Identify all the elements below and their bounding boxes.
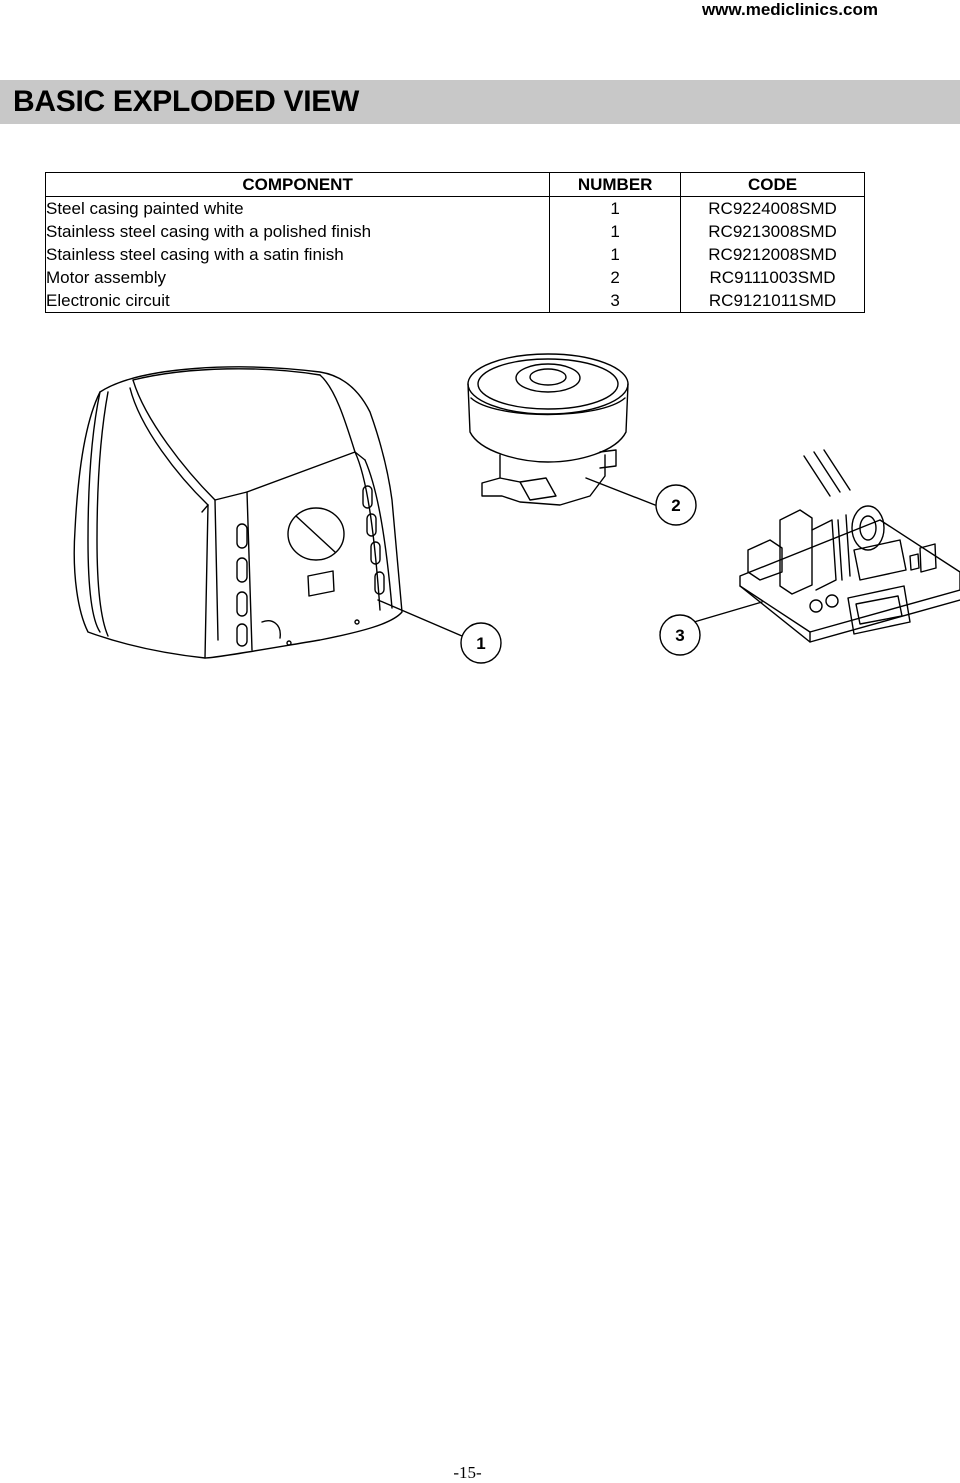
table-row: Steel casing painted white 1 RC9224008SM… (44, 196, 865, 220)
component-cell: Electronic circuit (44, 289, 551, 313)
page-number: -15- (453, 1463, 482, 1482)
code-cell: RC9224008SMD (680, 196, 865, 220)
callout-2-label: 2 (671, 496, 680, 515)
code-cell: RC9111003SMD (680, 266, 865, 289)
website-url: www.mediclinics.com (701, 0, 878, 19)
casing-illustration (73, 366, 403, 659)
circuit-board-illustration (739, 449, 960, 643)
table-row: Motor assembly 2 RC9111003SMD (44, 266, 865, 289)
number-cell: 2 (549, 266, 682, 289)
component-cell: Stainless steel casing with a satin fini… (44, 243, 551, 266)
number-cell: 1 (549, 243, 682, 266)
number-cell: 1 (549, 220, 682, 243)
table-row: Stainless steel casing with a polished f… (44, 220, 865, 243)
leader-line-1 (377, 599, 463, 637)
component-cell: Steel casing painted white (44, 196, 551, 220)
table-row: Stainless steel casing with a satin fini… (44, 243, 865, 266)
column-header-code: CODE (680, 172, 865, 197)
callout-3-label: 3 (675, 626, 684, 645)
component-cell: Stainless steel casing with a polished f… (44, 220, 551, 243)
callout-3: 3 (659, 614, 701, 656)
component-cell: Motor assembly (44, 266, 551, 289)
title-bar: BASIC EXPLODED VIEW (0, 80, 960, 124)
table-row: Electronic circuit 3 RC9121011SMD (44, 289, 865, 313)
parts-table: COMPONENT NUMBER CODE Steel casing paint… (44, 172, 865, 313)
code-cell: RC9213008SMD (680, 220, 865, 243)
number-cell: 1 (549, 196, 682, 220)
column-header-component: COMPONENT (44, 172, 551, 197)
table-header-row: COMPONENT NUMBER CODE (44, 172, 865, 197)
code-cell: RC9121011SMD (680, 289, 865, 313)
exploded-view-drawing: 1 2 3 (73, 353, 960, 664)
code-cell: RC9212008SMD (680, 243, 865, 266)
page-title: BASIC EXPLODED VIEW (13, 85, 360, 118)
number-cell: 3 (549, 289, 682, 313)
column-header-number: NUMBER (549, 172, 682, 197)
callout-1-label: 1 (476, 634, 485, 653)
callout-1: 1 (460, 622, 502, 664)
leader-line-2 (585, 477, 656, 506)
callout-2: 2 (655, 484, 697, 526)
motor-illustration (467, 353, 629, 506)
